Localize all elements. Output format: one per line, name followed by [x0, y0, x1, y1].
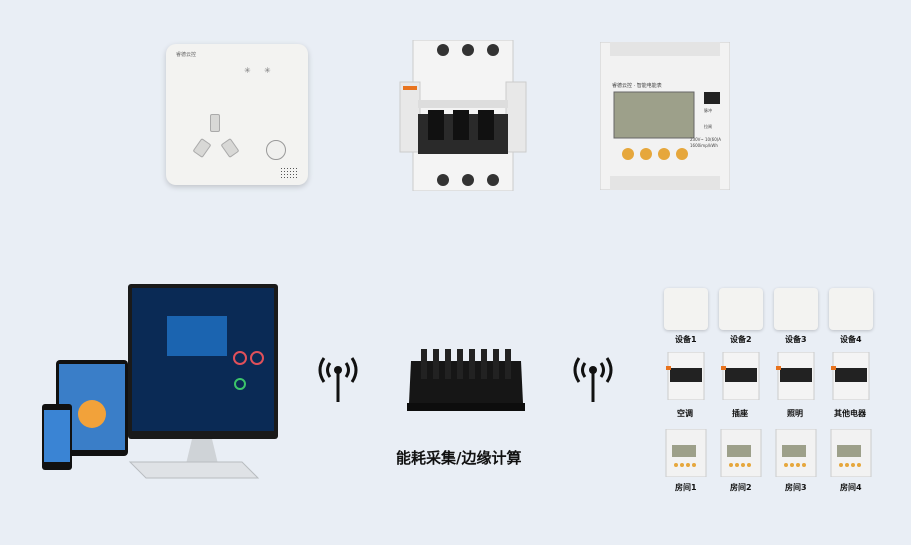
socket-label-2: 设备2 — [730, 335, 752, 344]
meter-side-label-2: 拉闸 — [704, 124, 712, 129]
meter-label-2: 房间2 — [730, 483, 752, 492]
speaker-grill — [280, 167, 298, 179]
breaker-label-2: 插座 — [732, 409, 748, 418]
snowflake-icon: ✳ — [264, 66, 271, 75]
meter-label-3: 房间3 — [785, 483, 807, 492]
breaker-thumb — [831, 352, 870, 400]
socket-hole — [220, 138, 240, 158]
monitoring-devices-group — [42, 284, 278, 479]
gateway-label: 能耗采集/边缘计算 — [396, 449, 522, 467]
meter-thumb — [830, 429, 872, 477]
breaker-label-3: 照明 — [787, 409, 803, 418]
breaker-thumb — [776, 352, 815, 400]
socket-thumb — [774, 288, 818, 330]
wireless-signal-icon — [318, 357, 358, 402]
meter-label-4: 房间4 — [840, 483, 862, 492]
socket-thumb — [829, 288, 873, 330]
meter-side-label: 脉冲 — [704, 108, 712, 113]
power-icon — [266, 140, 286, 160]
socket-hole — [210, 114, 220, 132]
smart-socket-panel: 睿德云控 ✳ ✳ — [166, 44, 308, 185]
socket-label-3: 设备3 — [785, 335, 807, 344]
socket-label-1: 设备1 — [675, 335, 697, 344]
circuit-breaker — [399, 40, 527, 191]
meter-spec: 230V~ 10(60)A — [690, 137, 722, 142]
meter-title: 睿德云控 · 智能电能表 — [612, 83, 662, 89]
snowflake-icon: ✳ — [244, 66, 251, 75]
meter-label-1: 房间1 — [675, 483, 697, 492]
breaker-thumb — [721, 352, 760, 400]
socket-thumb — [719, 288, 763, 330]
meter-thumb — [720, 429, 762, 477]
socket-thumb — [664, 288, 708, 330]
socket-label-4: 设备4 — [840, 335, 862, 344]
breaker-label-4: 其他电器 — [834, 409, 866, 418]
socket-hole — [192, 138, 212, 158]
meter-thumb — [775, 429, 817, 477]
smart-energy-meter — [600, 42, 730, 190]
socket-brand-label: 睿德云控 — [176, 52, 197, 58]
edge-gateway-device — [407, 349, 525, 411]
breaker-label-1: 空调 — [677, 409, 693, 418]
meter-thumb — [665, 429, 707, 477]
meter-spec-2: 1600imp/kWh — [690, 143, 718, 148]
breaker-thumb — [666, 352, 705, 400]
wireless-signal-icon — [573, 357, 613, 402]
